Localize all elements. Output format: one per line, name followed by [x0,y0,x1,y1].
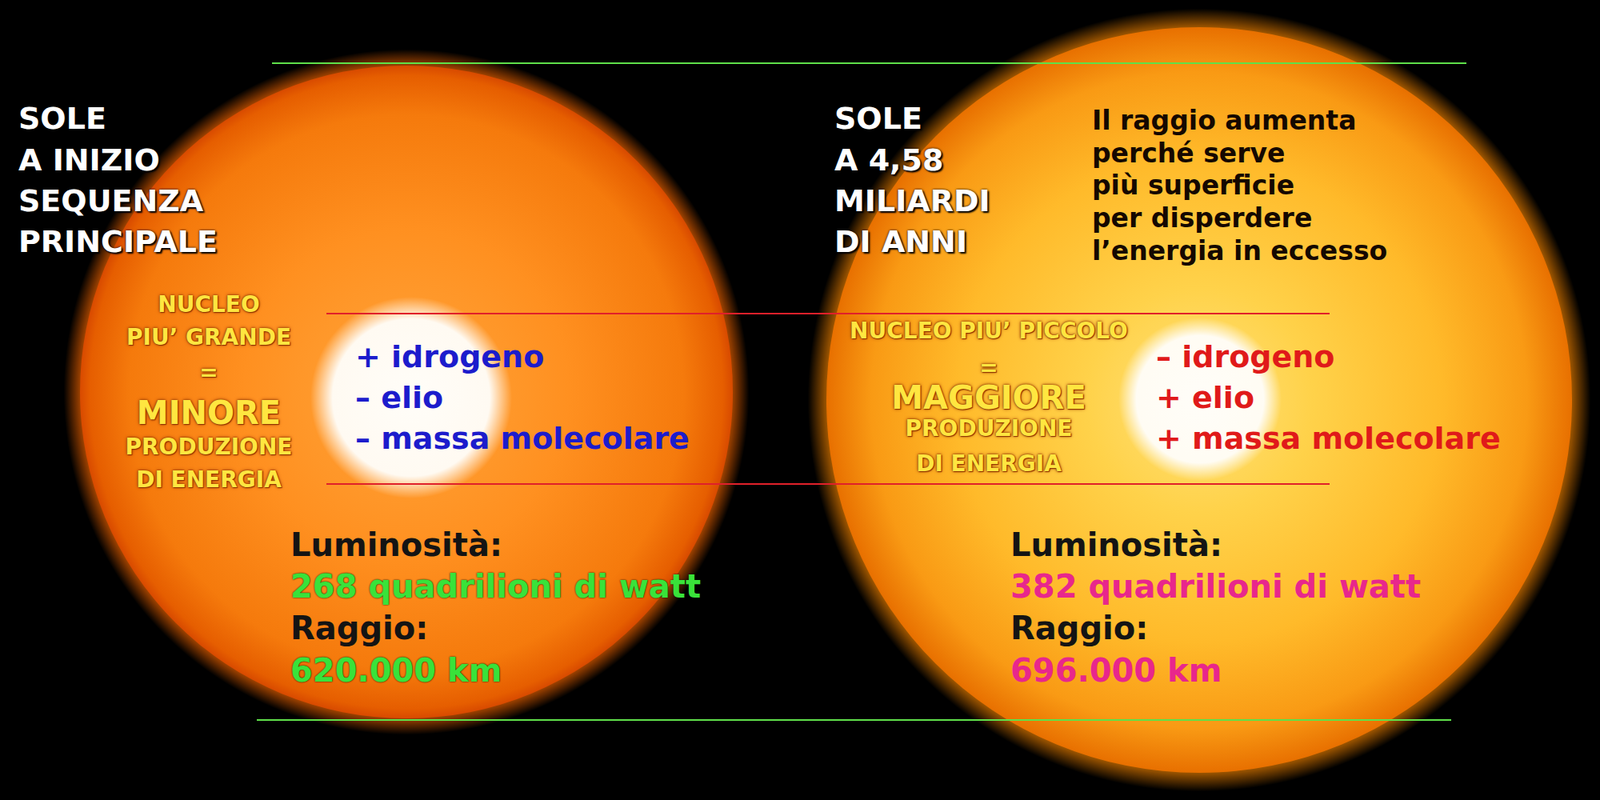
composition-item: – idrogeno [1156,341,1335,372]
quantity-label: Luminosità: [1010,528,1223,561]
core-bottom-red-line [326,483,1330,485]
explanation-note: Il raggio aumenta [1092,107,1356,134]
stage-heading: PRINCIPALE [18,226,218,257]
stage-heading: DI ANNI [834,226,968,257]
explanation-note: perché serve [1092,140,1285,167]
sun-glow [808,8,1592,792]
sun-disc: SOLEA INIZIOSEQUENZAPRINCIPALENUCLEOPIU’… [80,65,733,719]
stage-heading: SEQUENZA [18,185,204,216]
core-size-note: MINORE [136,396,281,429]
quantity-label: Raggio: [1010,612,1148,644]
composition-item: + elio [1156,382,1255,413]
stage-heading: MILIARDI [834,185,991,216]
quantity-label: Luminosità: [290,528,503,561]
sun-disc: SOLE A 4,58MILIARDI DI ANNI Il raggio aumen… [826,27,1572,773]
quantity-value: 382 quadrilioni di watt [1010,570,1421,603]
core-size-note: = [199,361,218,384]
sun-surface [80,65,733,719]
core-size-note: DI ENERGIA [136,468,282,492]
sun-surface [826,27,1572,773]
core-top-red-line [326,312,1330,315]
core-size-note: = [979,356,998,380]
core-size-note: PIU’ GRANDE [126,326,292,349]
quantity-value: 620.000 km [290,654,502,687]
composition-item: + massa molecolare [1156,423,1501,454]
stage-heading: SOLE [18,103,107,134]
core-size-note: NUCLEO PIU’ PICCOLO [849,320,1128,343]
composition-item: – massa molecolare [355,423,690,454]
explanation-note: per disperdere [1092,204,1312,232]
stage-heading: A 4,58 [834,144,944,176]
composition-item: – elio [355,382,444,413]
stage-heading: A INIZIO [18,144,160,176]
explanation-note: più superficie [1092,172,1295,199]
stage-heading: SOLE [834,103,923,134]
core-size-note: NUCLEO [157,293,260,316]
top-green-line [272,62,1467,64]
sun-glow [64,49,750,736]
sun-core [310,296,512,499]
core-size-note: PRODUZIONE [125,436,293,459]
core-size-note: PRODUZIONE [905,417,1073,440]
explanation-note: l’energia in eccesso [1092,237,1388,264]
core-size-note: DI ENERGIA [916,452,1062,476]
core-size-note: MAGGIORE [891,381,1086,414]
quantity-label: Raggio: [290,612,428,644]
bottom-green-line [256,719,1452,721]
composition-item: + idrogeno [355,341,544,372]
quantity-value: 696.000 km [1010,654,1222,687]
quantity-value: 268 quadrilioni di watt [290,570,701,603]
